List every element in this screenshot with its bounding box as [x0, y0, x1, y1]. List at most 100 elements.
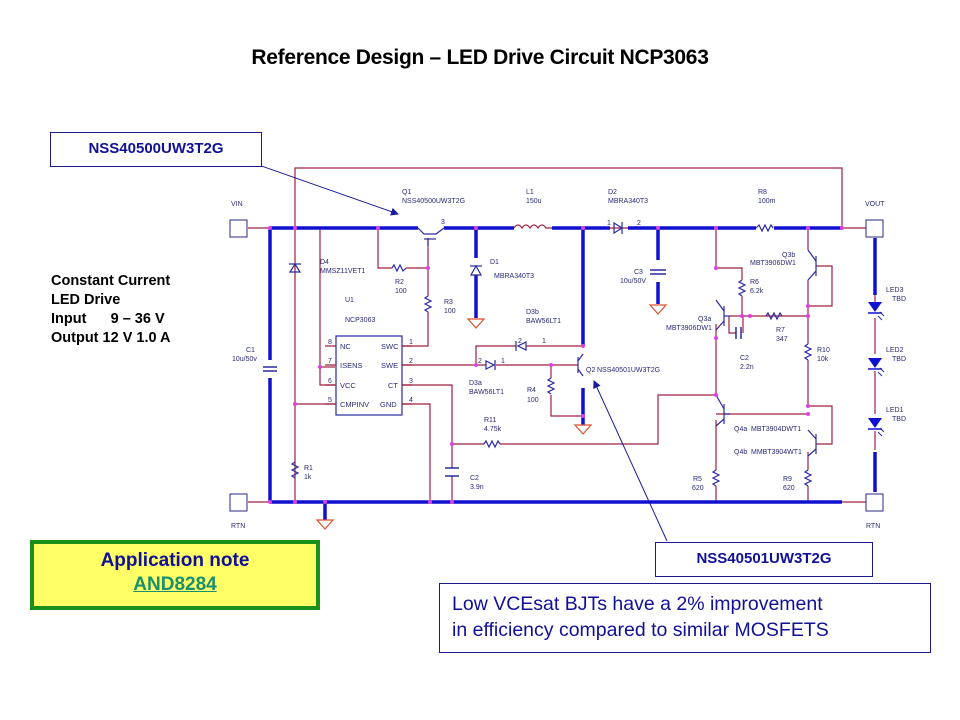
svg-text:1: 1 [607, 220, 611, 227]
port-rtn-right: RTN [865, 493, 884, 530]
port-vin-label: VIN [231, 201, 243, 208]
c3-value: 10u/50V [620, 278, 646, 285]
r6-value: 6.2k [750, 288, 764, 295]
d3a-value: BAW56LT1 [469, 389, 504, 396]
spec-output: Output 12 V 1.0 A [51, 330, 171, 346]
resistor-r5: R5 620 [692, 469, 721, 492]
c2a-ref: C2 [470, 475, 479, 482]
u1-pin-5-num: 5 [328, 397, 332, 404]
ground-icon [648, 304, 668, 315]
svg-text:3: 3 [441, 219, 445, 226]
spec-input: Input 9 – 36 V [51, 311, 165, 327]
resistor-r1: R1 1k [290, 461, 313, 481]
page-title: Reference Design – LED Drive Circuit NCP… [251, 46, 709, 69]
d3a-ref: D3a [469, 380, 482, 387]
efficiency-note-line-2: in efficiency compared to similar MOSFET… [452, 619, 829, 641]
efficiency-note: Low VCEsat BJTs have a 2% improvement in… [439, 583, 931, 653]
q3b-ref: Q3b [782, 252, 795, 259]
transistor-q3a: Q3a MBT3906DW1 [666, 299, 730, 332]
q4b-value: MMBT3904WT1 [751, 449, 802, 456]
resistor-r6: R6 6.2k [737, 279, 764, 297]
arrow-to-q2 [593, 380, 668, 542]
d3b-value: BAW56LT1 [526, 318, 561, 325]
resistor-r7: R7 347 [765, 311, 788, 343]
spec-line-2: LED Drive [51, 292, 121, 308]
port-rtn-left: RTN [229, 493, 248, 530]
diode-d3a: 2 1 D3a BAW56LT1 [469, 358, 505, 396]
q2-value: NSS40501UW3T2G [597, 367, 660, 374]
transistor-q4b: Q4b MMBT3904WT1 [734, 429, 817, 457]
led-3: LED3 TBD [868, 287, 906, 321]
ground-icon [466, 318, 486, 329]
application-note-link[interactable]: AND8284 [133, 574, 217, 595]
transistor-q3b: Q3b MBT3906DW1 [750, 249, 817, 281]
c2b-value: 2.2n [740, 364, 754, 371]
u1-pin-gnd: GND [380, 400, 397, 409]
callout-arrows [249, 161, 668, 542]
u1-pin-swc: SWC [381, 342, 399, 351]
d2-ref: D2 [608, 189, 617, 196]
u1-ref: U1 [345, 297, 354, 304]
u1-pin-3-num: 3 [409, 378, 413, 385]
capacitor-c2-timing: C2 3.9n [445, 467, 484, 491]
r1-value: 1k [304, 474, 312, 481]
q4a-ref: Q4a [734, 426, 747, 433]
diode-d2: 1 2 D2 MBRA340T3 [607, 189, 648, 235]
c2a-value: 3.9n [470, 484, 484, 491]
port-rtn-right-label: RTN [866, 523, 880, 530]
svg-text:2: 2 [637, 220, 641, 227]
u1-pin-2-num: 2 [409, 358, 413, 365]
port-vout: VOUT [865, 201, 885, 238]
c2b-ref: C2 [740, 355, 749, 362]
led3-value: TBD [892, 296, 906, 303]
resistor-r11: R11 4.75k [483, 417, 502, 449]
led2-ref: LED2 [886, 347, 904, 354]
q4a-value: MBT3904DWT1 [751, 426, 801, 433]
arrow-to-q1 [249, 161, 399, 216]
u1-pin-nc: NC [340, 342, 351, 351]
r9-value: 620 [783, 485, 795, 492]
u1-pin-8-num: 8 [328, 339, 332, 346]
r3-value: 100 [444, 308, 456, 315]
efficiency-note-line-1: Low VCEsat BJTs have a 2% improvement [452, 593, 823, 615]
led2-value: TBD [892, 356, 906, 363]
led-2: LED2 TBD [868, 347, 906, 377]
resistor-r8: R8 100m [755, 189, 776, 233]
port-vin: VIN [229, 201, 248, 238]
d3b-ref: D3b [526, 309, 539, 316]
application-note-label: Application note [100, 550, 250, 571]
q3a-value: MBT3906DW1 [666, 325, 712, 332]
r4-ref: R4 [527, 387, 536, 394]
ground-icon [573, 424, 593, 435]
d4-value: MMSZ11VET1 [320, 268, 365, 275]
resistor-r2: R2 100 [391, 263, 407, 295]
u1-value: NCP3063 [345, 317, 375, 324]
led-1: LED1 TBD [868, 407, 906, 437]
r3-ref: R3 [444, 299, 453, 306]
u1-pin-4-num: 4 [409, 397, 413, 404]
capacitor-c2-comp: C2 2.2n [735, 327, 754, 371]
zener-d4: D4 MMSZ11VET1 [288, 259, 365, 275]
r8-ref: R8 [758, 189, 767, 196]
resistor-r9: R9 620 [783, 469, 813, 492]
application-note-box: Application note AND8284 [30, 540, 320, 610]
r11-ref: R11 [484, 417, 496, 424]
spec-line-1: Constant Current [51, 273, 171, 289]
diode-d3b: 2 1 D3b BAW56LT1 [515, 309, 561, 351]
r6-ref: R6 [750, 279, 759, 286]
r10-value: 10k [817, 356, 829, 363]
inductor-l1: L1 150u [513, 189, 552, 230]
u1-pin-6-num: 6 [328, 378, 332, 385]
q1-value: NSS40500UW3T2G [402, 198, 465, 205]
spec-summary: Constant Current LED Drive Input 9 – 36 … [51, 272, 171, 348]
c1-ref: C1 [246, 347, 255, 354]
r2-value: 100 [395, 288, 407, 295]
svg-text:2: 2 [518, 338, 522, 345]
transistor-q4a: Q4a MBT3904DWT1 [715, 394, 801, 433]
diode-d1: D1 MBRA340T3 [469, 259, 534, 280]
svg-text:2: 2 [478, 358, 482, 365]
d4-ref: D4 [320, 259, 329, 266]
power-buses [268, 226, 877, 520]
resistor-r10: R10 10k [803, 343, 830, 363]
d2-value: MBRA340T3 [608, 198, 648, 205]
